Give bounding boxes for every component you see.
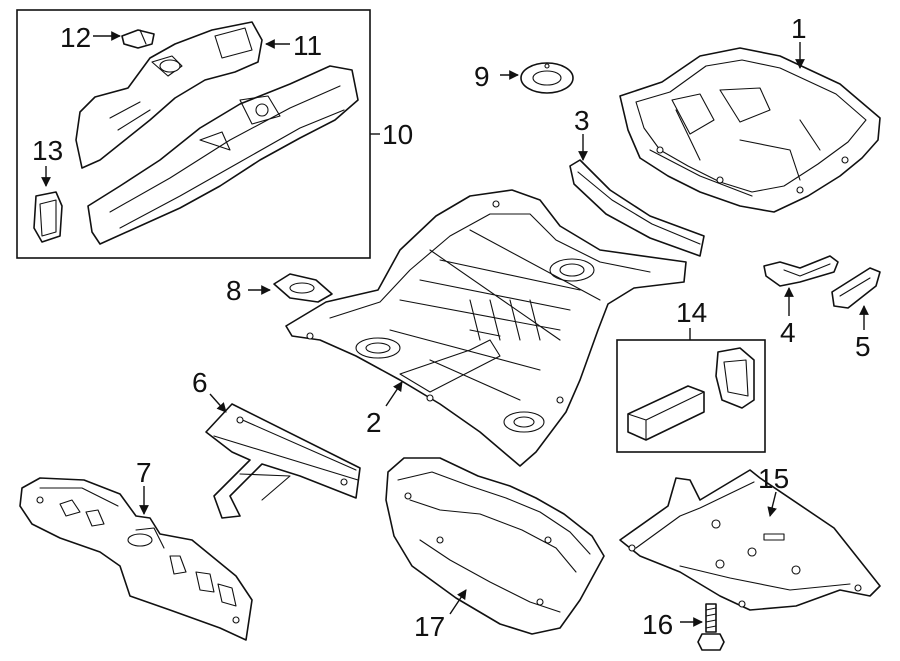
part-8-grommet (273, 273, 333, 303)
part-10-rear-frame-rail (87, 65, 359, 245)
callout-17: 17 (414, 611, 445, 642)
part-11-rear-rail-upper (75, 21, 263, 169)
callout-15: 15 (758, 463, 789, 494)
part-16-bolt (697, 603, 725, 651)
callout-7: 7 (136, 457, 152, 488)
inset-group-10: 12 11 13 10 (16, 9, 413, 259)
inset-frame-14 (616, 339, 766, 453)
part-7-rear-panel (19, 477, 253, 641)
part-17-floor-liner (385, 457, 605, 635)
part-12-plug (121, 29, 155, 49)
part-13-bracket (33, 191, 63, 243)
part-5-bracket (831, 267, 881, 309)
callout-11: 11 (293, 30, 322, 61)
callout-5: 5 (855, 331, 871, 362)
callout-8: 8 (226, 275, 242, 306)
part-3-rear-cross-member (569, 159, 705, 257)
callout-10: 10 (382, 119, 413, 150)
callout-9: 9 (474, 61, 490, 92)
part-15-underbody-shield (619, 469, 881, 611)
part-1-spare-tire-pan (619, 47, 881, 213)
part-14-bracket (715, 347, 755, 409)
callout-4: 4 (780, 317, 796, 348)
callout-12: 12 (60, 22, 91, 53)
callout-13: 13 (32, 135, 63, 166)
inset-group-14: 14 (616, 297, 766, 453)
callout-3: 3 (574, 105, 590, 136)
part-2-rear-floor-pan (285, 189, 687, 467)
part-9-grommet (520, 62, 574, 94)
callout-14: 14 (676, 297, 707, 328)
part-14-foam-block (627, 385, 705, 441)
callout-6: 6 (192, 367, 208, 398)
part-6-cross-member (205, 403, 361, 519)
callout-2: 2 (366, 407, 382, 438)
part-4-bracket (763, 255, 839, 287)
callout-1: 1 (791, 13, 807, 44)
callout-16: 16 (642, 609, 673, 640)
